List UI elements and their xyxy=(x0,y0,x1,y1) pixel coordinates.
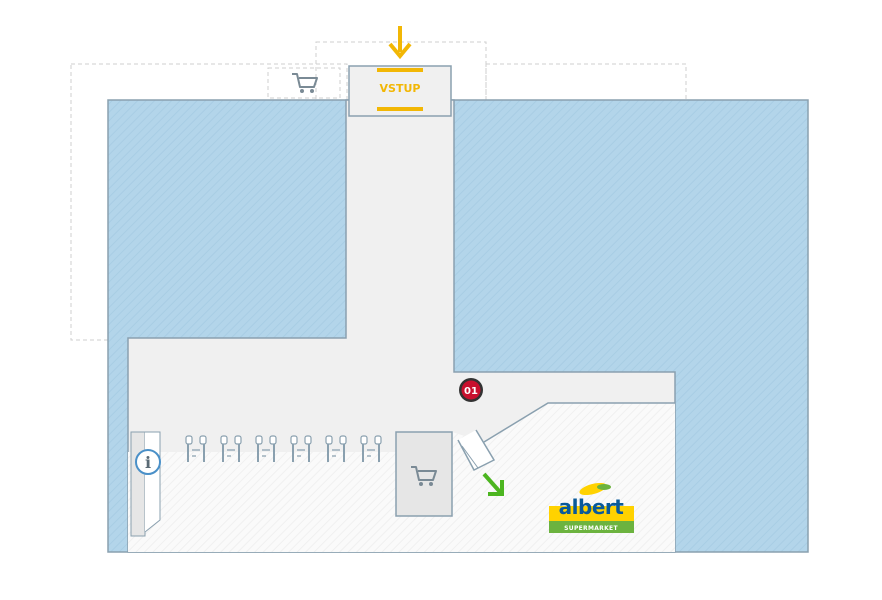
info-icon[interactable]: i xyxy=(135,449,161,475)
shopping-cart-icon xyxy=(292,73,318,93)
entrance-door-bottom xyxy=(377,107,423,111)
entrance-label: VSTUP xyxy=(380,82,421,95)
entrance-door-top xyxy=(377,68,423,72)
supermarket-wall xyxy=(483,402,675,443)
info-counter xyxy=(130,431,161,537)
albert-subtitle: SUPERMARKET xyxy=(564,525,618,532)
exit-gate xyxy=(457,429,496,471)
supermarket-hall xyxy=(128,403,675,552)
arrow-down-right-icon xyxy=(482,472,504,496)
location-marker-label: 01 xyxy=(464,386,478,397)
cart-storage-room xyxy=(395,431,453,517)
albert-logo: albert SUPERMARKET xyxy=(549,482,634,533)
info-glyph: i xyxy=(145,453,151,472)
shopping-cart-icon xyxy=(411,466,437,486)
albert-brand-text: albert xyxy=(559,495,625,519)
location-marker[interactable]: 01 xyxy=(459,378,483,402)
arrow-down-icon xyxy=(388,26,412,60)
